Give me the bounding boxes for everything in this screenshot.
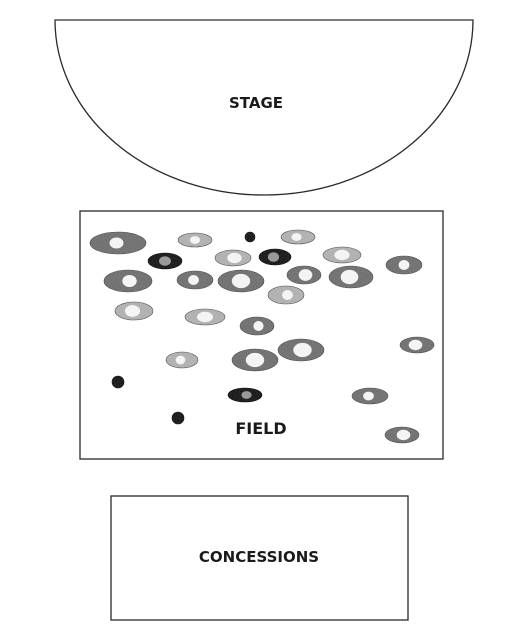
crowd-blob-icon	[214, 249, 252, 267]
crowd-blob-center	[291, 233, 302, 241]
crowd-blob-icon	[231, 348, 279, 372]
crowd-blob-icon	[286, 265, 322, 285]
crowd-blob-icon	[267, 285, 305, 305]
crowd-blob-center	[245, 352, 265, 368]
crowd-blob-icon	[165, 351, 199, 369]
concessions-outline	[110, 495, 409, 621]
crowd-blob-center	[298, 269, 313, 281]
crowd-blob-center	[334, 249, 350, 261]
field-label: FIELD	[235, 419, 286, 438]
crowd-blob-icon	[239, 316, 275, 336]
crowd-blob-center	[241, 391, 252, 399]
crowd-blob-center	[189, 236, 201, 244]
crowd-blob-icon	[328, 265, 374, 289]
crowd-blob-center	[227, 252, 242, 264]
crowd-blob-icon	[147, 252, 183, 270]
crowd-blob-icon	[277, 338, 325, 362]
crowd-blob-icon	[217, 269, 265, 293]
crowd-blob-icon	[184, 308, 226, 326]
crowd-blob-shape	[111, 375, 125, 389]
crowd-blob-icon	[351, 387, 389, 405]
crowd-blob-shape	[244, 231, 256, 243]
crowd-blob-center	[159, 256, 171, 266]
crowd-blob-center	[197, 311, 213, 323]
crowd-blob-icon	[258, 248, 292, 266]
crowd-blob-center	[363, 391, 374, 401]
crowd-blob-center	[188, 275, 199, 285]
crowd-blob-center	[231, 273, 251, 289]
crowd-blob-icon	[111, 375, 125, 389]
crowd-blob-center	[175, 355, 186, 365]
crowd-blob-shape	[171, 411, 185, 425]
crowd-blob-center	[124, 305, 141, 317]
stage-outline	[54, 19, 474, 196]
crowd-blob-icon	[114, 301, 154, 321]
crowd-blob-icon	[322, 246, 362, 264]
crowd-blob-center	[293, 342, 312, 358]
crowd-group	[89, 229, 435, 444]
crowd-blob-icon	[385, 255, 423, 275]
concessions-area: CONCESSIONS	[110, 495, 409, 621]
stage-area: STAGE	[54, 19, 474, 196]
crowd-blob-icon	[384, 426, 420, 444]
crowd-blob-center	[122, 274, 137, 288]
crowd-blob-icon	[89, 231, 147, 255]
crowd-blob-icon	[171, 411, 185, 425]
field-area: FIELD	[79, 210, 444, 460]
crowd-blob-center	[408, 339, 423, 351]
crowd-blob-center	[398, 260, 410, 270]
crowd-blob-center	[340, 269, 359, 285]
stage-label: STAGE	[229, 94, 283, 112]
crowd-blob-icon	[103, 269, 153, 293]
crowd-blob-icon	[399, 336, 435, 354]
crowd-blob-center	[282, 290, 293, 300]
crowd-blob-icon	[227, 387, 263, 403]
crowd-blob-icon	[176, 270, 214, 290]
crowd-blob-icon	[244, 231, 256, 243]
crowd-blob-center	[253, 321, 264, 331]
crowd-blob-icon	[177, 232, 213, 248]
concessions-label: CONCESSIONS	[199, 548, 319, 566]
crowd-blob-icon	[280, 229, 316, 245]
crowd-blob-center	[267, 252, 280, 262]
crowd-blob-center	[109, 237, 124, 249]
crowd-blob-center	[396, 429, 411, 441]
